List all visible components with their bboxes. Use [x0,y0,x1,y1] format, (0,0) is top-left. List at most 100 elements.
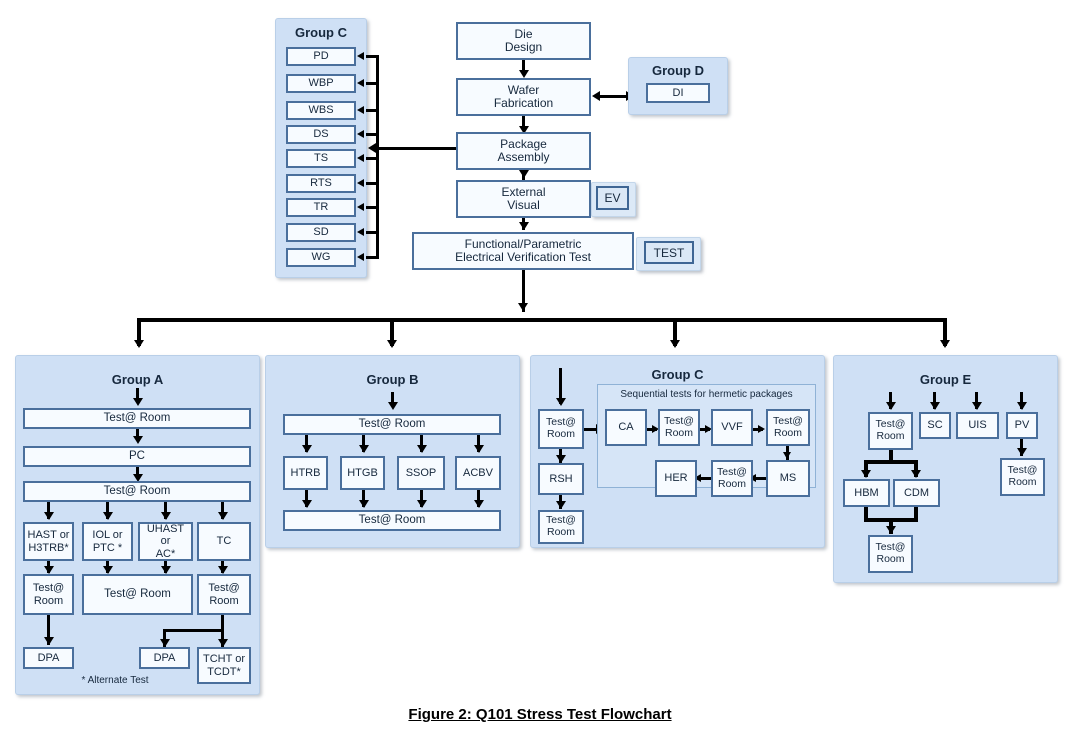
group-c-item-rts[interactable]: RTS [286,174,356,193]
die-design-box[interactable]: Die Design [456,22,591,60]
group-b-entry-arrow [388,402,398,410]
stress-line1: UHAST or [146,523,185,548]
group-c-seq-ca[interactable]: CA [605,409,647,446]
external-visual-line1: External [501,184,546,199]
group-a-post-test-right[interactable]: Test@ Room [197,574,251,615]
group-a-test-room-1[interactable]: Test@ Room [23,408,251,429]
group-c-item-wbp[interactable]: WBP [286,74,356,93]
line-b-u1 [305,490,308,507]
die-design-line2: Design [504,40,543,54]
line-b-d4 [477,435,480,452]
ev-badge[interactable]: EV [596,186,629,210]
group-c-item-sd[interactable]: SD [286,223,356,242]
group-c-item-wbs[interactable]: WBS [286,101,356,120]
group-a-pc-label: PC [129,450,145,463]
group-c-item-label: WBP [308,77,334,90]
group-c-item-label: TR [313,201,329,214]
group-a-post-test-mid[interactable]: Test@ Room [82,574,193,615]
line-b-u3 [420,490,423,507]
group-c-rsh-box[interactable]: RSH [538,463,584,495]
stress-line2: AC* [155,547,176,560]
branch-arrow-tr [357,203,364,211]
group-c-seq-her[interactable]: HER [655,460,697,497]
group-c-item-ts[interactable]: TS [286,149,356,168]
group-a-stress-hast[interactable]: HAST or H3TRB* [23,522,74,561]
group-b-test-acbv[interactable]: ACBV [455,456,501,490]
group-e-cdm-box[interactable]: CDM [893,479,940,507]
group-a-post-test-left[interactable]: Test@ Room [23,574,74,615]
group-e-pv-test-room[interactable]: Test@ Room [1000,458,1045,496]
sequential-frame-title: Sequential tests for hermetic packages [620,389,793,400]
group-a-stress-uhast[interactable]: UHAST or AC* [138,522,193,561]
line-c-test-her [701,477,711,480]
group-c-item-tr[interactable]: TR [286,198,356,217]
seq-line2: Room [773,426,802,439]
group-a-test-room-2[interactable]: Test@ Room [23,481,251,502]
functional-test-box[interactable]: Functional/Parametric Electrical Verific… [412,232,634,270]
post-test-right-l2: Room [209,594,239,607]
group-c-seq-test-3[interactable]: Test@ Room [711,460,753,497]
wafer-fabrication-box[interactable]: Wafer Fabrication [456,78,591,116]
arrow-a-s4 [218,566,228,574]
group-c-seq-test-1[interactable]: Test@ Room [658,409,700,446]
group-b-test-room-bottom[interactable]: Test@ Room [283,510,501,531]
group-e-bottom-test-room[interactable]: Test@ Room [868,535,913,573]
group-e-test-room[interactable]: Test@ Room [868,412,913,450]
bus-drop-arrow-b [387,340,397,348]
figure-caption: Figure 2: Q101 Stress Test Flowchart [408,706,672,723]
group-d-item-di[interactable]: DI [646,83,710,103]
group-c-item-wg[interactable]: WG [286,248,356,267]
group-c-entry-test[interactable]: Test@ Room [538,409,584,449]
branch-arrow-sd [357,228,364,236]
line-e-split-left [864,460,868,477]
group-c-exit-test[interactable]: Test@ Room [538,510,584,544]
arrow-e-cdm [911,470,921,478]
arrow-a-2 [133,474,143,482]
group-b-test-ssop[interactable]: SSOP [397,456,445,490]
group-a-pc-box[interactable]: PC [23,446,251,467]
group-b-test-label: HTRB [290,466,321,479]
line-wafer-to-package [522,116,525,130]
group-a-tcht-box[interactable]: TCHT or TCDT* [197,647,251,684]
arrow-b-d1 [302,445,312,453]
branch-pd [366,55,379,58]
test-badge[interactable]: TEST [644,241,694,264]
arrow-b-d4 [474,445,484,453]
arrow-c-vvf-test [758,425,765,433]
external-visual-box[interactable]: External Visual [456,180,591,218]
group-c-seq-ms[interactable]: MS [766,460,810,497]
line-b-d1 [305,435,308,452]
group-e-sc-box[interactable]: SC [919,412,951,439]
arrow-package-to-external [519,170,529,178]
group-c-top-title: Group C [295,25,347,40]
stress-line1: TC [216,535,232,548]
group-c-item-pd[interactable]: PD [286,47,356,66]
seq-line1: MS [779,472,797,485]
bus-stem [522,270,525,312]
wafer-fab-line2: Fabrication [493,96,554,110]
package-assembly-box[interactable]: Package Assembly [456,132,591,170]
arrow-a-dpa-mid [160,639,170,647]
seq-line1: CA [618,421,634,434]
group-a-stress-tc[interactable]: TC [197,522,251,561]
line-b-u2 [362,490,365,507]
group-b-test-htgb[interactable]: HTGB [340,456,385,490]
group-b-test-htrb[interactable]: HTRB [283,456,328,490]
group-c-item-ds[interactable]: DS [286,125,356,144]
group-e-title: Group E [919,372,972,387]
group-b-test-room-top[interactable]: Test@ Room [283,414,501,435]
group-a-dpa-mid[interactable]: DPA [139,647,190,669]
group-a-stress-iol[interactable]: IOL or PTC * [82,522,133,561]
group-c-seq-test-2[interactable]: Test@ Room [766,409,810,446]
bus-drop-e [943,318,947,346]
group-e-hbm-box[interactable]: HBM [843,479,890,507]
group-c-item-label: DS [313,128,329,141]
group-c-seq-vvf[interactable]: VVF [711,409,753,446]
group-e-pv-box[interactable]: PV [1006,412,1038,439]
group-b-test-label: ACBV [463,466,493,479]
group-a-dpa-left[interactable]: DPA [23,647,74,669]
arrow-die-to-wafer [519,70,529,78]
group-e-uis-box[interactable]: UIS [956,412,999,439]
group-c-item-label: WBS [308,104,334,117]
